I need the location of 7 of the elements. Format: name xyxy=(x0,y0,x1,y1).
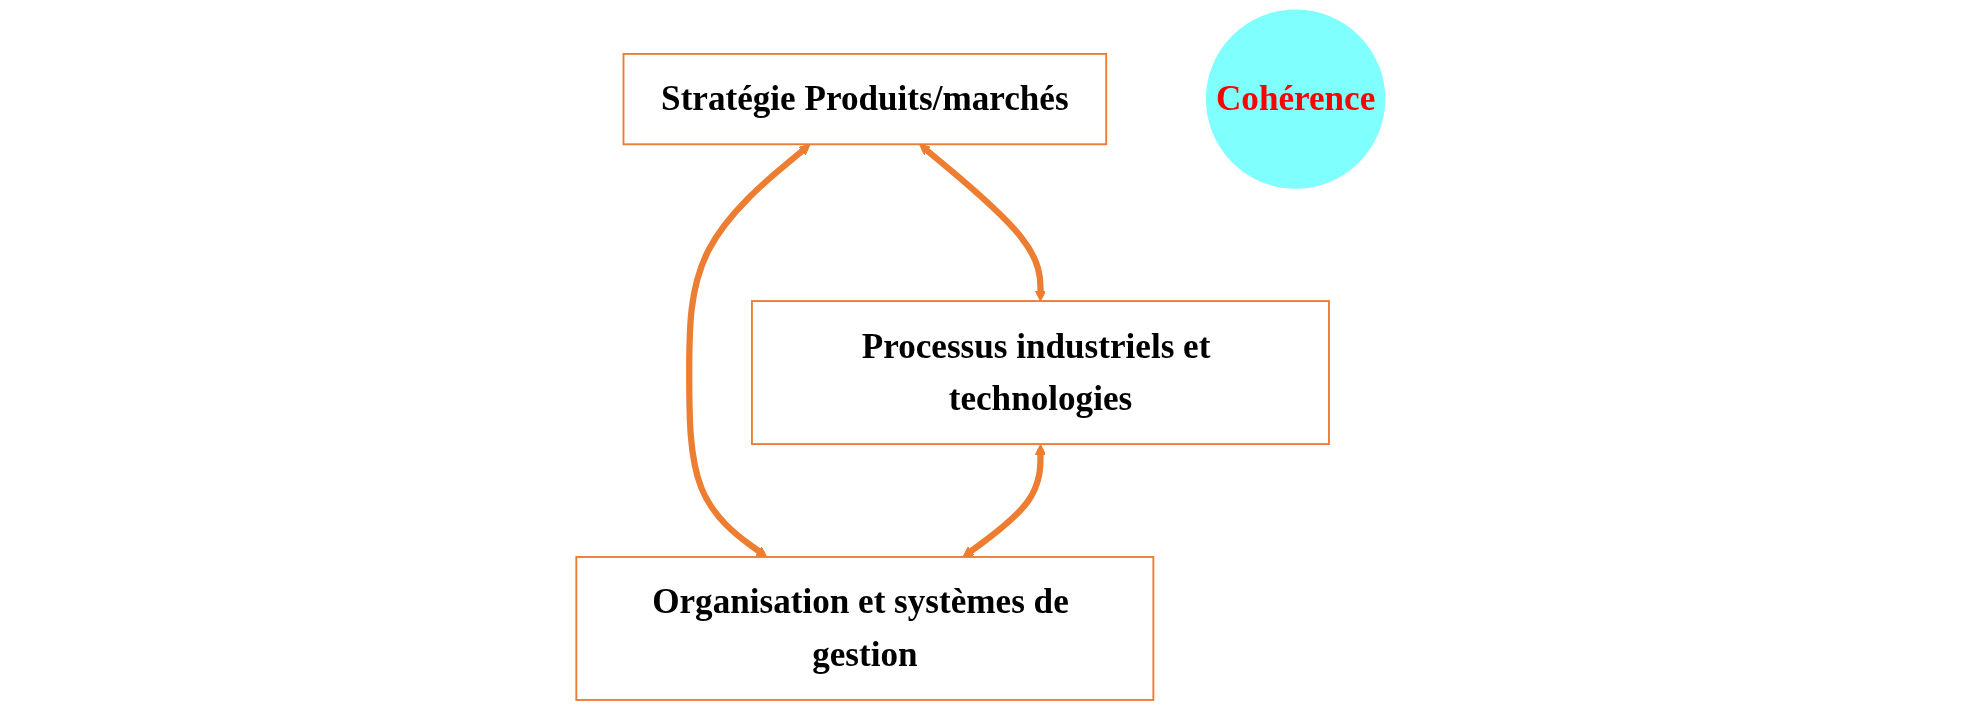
node-box: Processus industriels et technologies xyxy=(751,300,1330,445)
arrow xyxy=(919,144,1046,302)
arrow xyxy=(686,144,811,558)
node-box: Organisation et systèmes de gestion xyxy=(575,556,1155,701)
node-box: Stratégie Produits/marchés xyxy=(622,53,1108,146)
arrow xyxy=(962,444,1046,558)
node-circle: Cohérence xyxy=(1205,9,1386,189)
